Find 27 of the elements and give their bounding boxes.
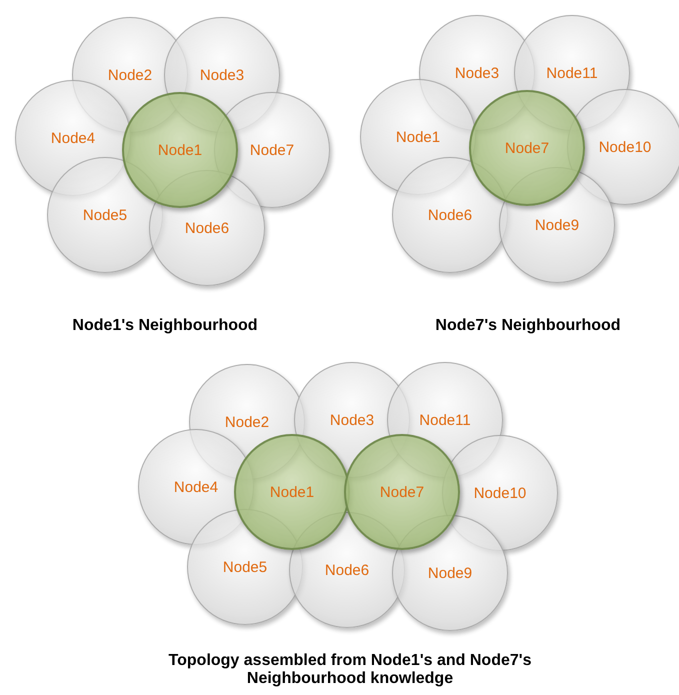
node-label: Node4 <box>174 478 218 496</box>
node-label: Node3 <box>330 412 374 428</box>
node-label: Node1 <box>270 484 314 500</box>
node-label: Node6 <box>184 220 230 236</box>
node-label: Node10 <box>598 138 652 156</box>
caption: Node7's Neighbourhood <box>434 317 622 335</box>
node-label: Node3 <box>200 66 244 84</box>
node-label: Node1 <box>396 128 440 146</box>
node-label: Node6 <box>324 562 370 578</box>
node-label: Node7 <box>504 140 550 156</box>
node-label: Node9 <box>428 564 472 582</box>
node-label: Node2 <box>108 66 152 84</box>
node-label: Node10 <box>474 484 526 502</box>
node-label: Node11 <box>546 64 598 82</box>
node-label: Node3 <box>454 64 500 82</box>
caption: Topology assembled from Node1's and Node7's Neighbourhood knowledge <box>168 652 532 688</box>
node-label: Node1 <box>158 142 202 158</box>
node-label: Node7 <box>250 142 294 158</box>
node-label: Node5 <box>82 206 128 224</box>
caption: Node1's Neighbourhood <box>71 317 259 335</box>
node-label: Node4 <box>50 130 96 146</box>
node-label: Node2 <box>224 414 270 430</box>
node-label: Node5 <box>222 558 268 576</box>
node-label: Node11 <box>419 412 471 428</box>
node-label: Node9 <box>534 216 580 234</box>
node-label: Node6 <box>428 206 472 224</box>
node-label: Node7 <box>380 484 424 500</box>
